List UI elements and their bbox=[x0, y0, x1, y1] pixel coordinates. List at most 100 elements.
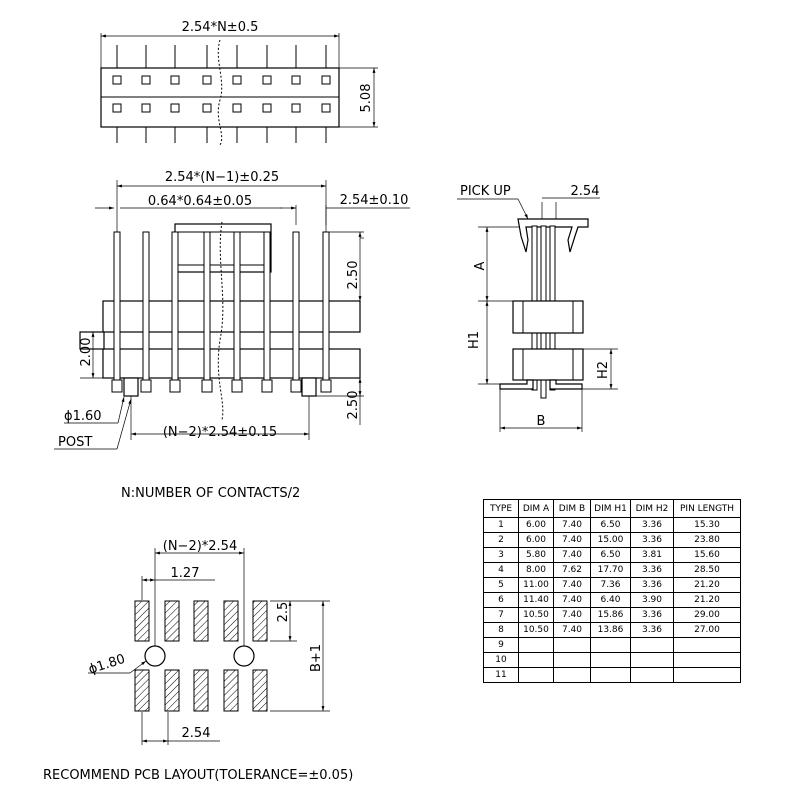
dim-pin-size: 0.64*0.64±0.05 bbox=[148, 194, 252, 209]
table-cell: 7 bbox=[483, 607, 519, 623]
table-cell: 29.00 bbox=[673, 607, 741, 623]
top-pin-square bbox=[112, 103, 122, 113]
top-pin-square bbox=[170, 103, 180, 113]
label-h2: H2 bbox=[596, 361, 611, 379]
table-cell bbox=[553, 667, 591, 683]
table-cell bbox=[553, 652, 591, 668]
table-cell: 6.50 bbox=[590, 547, 631, 563]
table-cell: 7.62 bbox=[553, 562, 591, 578]
front-pin bbox=[292, 231, 300, 391]
table-cell: 7.40 bbox=[553, 622, 591, 638]
pcb-pad bbox=[252, 669, 268, 712]
table-cell: 15.30 bbox=[673, 517, 741, 533]
dim-pitch-span: 2.54*(N−1)±0.25 bbox=[165, 170, 279, 185]
table-cell: 15.60 bbox=[673, 547, 741, 563]
table-cell: 6.00 bbox=[518, 517, 554, 533]
front-pin bbox=[113, 231, 121, 391]
pcb-pad bbox=[193, 600, 209, 642]
pcb-pad bbox=[223, 600, 239, 642]
pcb-layout: (N−2)*2.54 1.27 2.5 B+1 ϕ1.80 2.54 RECOM… bbox=[43, 539, 353, 783]
top-pin-square bbox=[141, 75, 151, 85]
dim-250-bottom: 2.50 bbox=[346, 391, 361, 420]
front-pin-tail bbox=[261, 379, 273, 393]
table-cell: 3.81 bbox=[630, 547, 674, 563]
table-cell: 6 bbox=[483, 592, 519, 608]
table-cell: 5 bbox=[483, 577, 519, 593]
table-cell: 3 bbox=[483, 547, 519, 563]
table-cell bbox=[590, 652, 631, 668]
top-pin-square bbox=[141, 103, 151, 113]
table-cell: 15.00 bbox=[590, 532, 631, 548]
table-cell: 2 bbox=[483, 532, 519, 548]
table-cell: 10.50 bbox=[518, 607, 554, 623]
table-cell: 23.80 bbox=[673, 532, 741, 548]
table-cell: 17.70 bbox=[590, 562, 631, 578]
label-h1: H1 bbox=[467, 331, 482, 349]
top-pin-square bbox=[232, 75, 242, 85]
table-cell: 7.40 bbox=[553, 592, 591, 608]
top-pin-square bbox=[262, 75, 272, 85]
front-pin-tail bbox=[201, 379, 213, 393]
table-cell: 9 bbox=[483, 637, 519, 653]
dim-508: 5.08 bbox=[359, 84, 374, 113]
table-cell bbox=[630, 667, 674, 683]
table-header-cell: DIM H1 bbox=[590, 499, 631, 518]
table-cell bbox=[590, 637, 631, 653]
table-header-cell: PIN LENGTH bbox=[673, 499, 741, 518]
table-cell: 28.50 bbox=[673, 562, 741, 578]
table-cell: 13.86 bbox=[590, 622, 631, 638]
table-cell: 6.40 bbox=[590, 592, 631, 608]
table-cell bbox=[518, 637, 554, 653]
table-cell: 11.00 bbox=[518, 577, 554, 593]
post-label: POST bbox=[58, 435, 92, 450]
table-cell: 3.36 bbox=[630, 622, 674, 638]
table-cell: 15.86 bbox=[590, 607, 631, 623]
front-pin-tail bbox=[140, 379, 152, 393]
table-cell: 7.40 bbox=[553, 532, 591, 548]
front-pin bbox=[263, 231, 271, 391]
table-cell: 8 bbox=[483, 622, 519, 638]
table-cell: 11 bbox=[483, 667, 519, 683]
front-view: 2.54*(N−1)±0.25 0.64*0.64±0.05 2.54±0.10… bbox=[54, 170, 410, 450]
front-pin-tail bbox=[169, 379, 181, 393]
table-header-cell: DIM A bbox=[518, 499, 554, 518]
table-cell: 21.20 bbox=[673, 577, 741, 593]
pcb-pad bbox=[193, 669, 209, 712]
table-cell bbox=[553, 637, 591, 653]
pcb-pad bbox=[134, 600, 150, 642]
top-pin-square bbox=[202, 103, 212, 113]
table-cell: 11.40 bbox=[518, 592, 554, 608]
table-cell: 10.50 bbox=[518, 622, 554, 638]
table-cell: 10 bbox=[483, 652, 519, 668]
top-view: 2.54*N±0.5 5.08 bbox=[100, 20, 378, 146]
dim-overall-width: 2.54*N±0.5 bbox=[182, 20, 259, 35]
label-a: A bbox=[473, 261, 488, 270]
front-pin-tail bbox=[320, 379, 332, 393]
table-cell: 3.36 bbox=[630, 517, 674, 533]
pcb-pad bbox=[223, 669, 239, 712]
top-pin-square bbox=[291, 103, 301, 113]
pick-up-label: PICK UP bbox=[460, 184, 511, 199]
dim-pitch: 2.54±0.10 bbox=[340, 193, 409, 208]
table-cell bbox=[673, 667, 741, 683]
table-cell: 27.00 bbox=[673, 622, 741, 638]
table-cell: 1 bbox=[483, 517, 519, 533]
table-cell: 7.40 bbox=[553, 577, 591, 593]
top-pin-square bbox=[202, 75, 212, 85]
front-pin-tail bbox=[111, 379, 123, 393]
pcb-offset: 1.27 bbox=[171, 566, 200, 581]
table-cell: 5.80 bbox=[518, 547, 554, 563]
table-cell: 8.00 bbox=[518, 562, 554, 578]
table-cell: 3.36 bbox=[630, 577, 674, 593]
table-cell bbox=[673, 637, 741, 653]
pcb-pad bbox=[164, 600, 180, 642]
